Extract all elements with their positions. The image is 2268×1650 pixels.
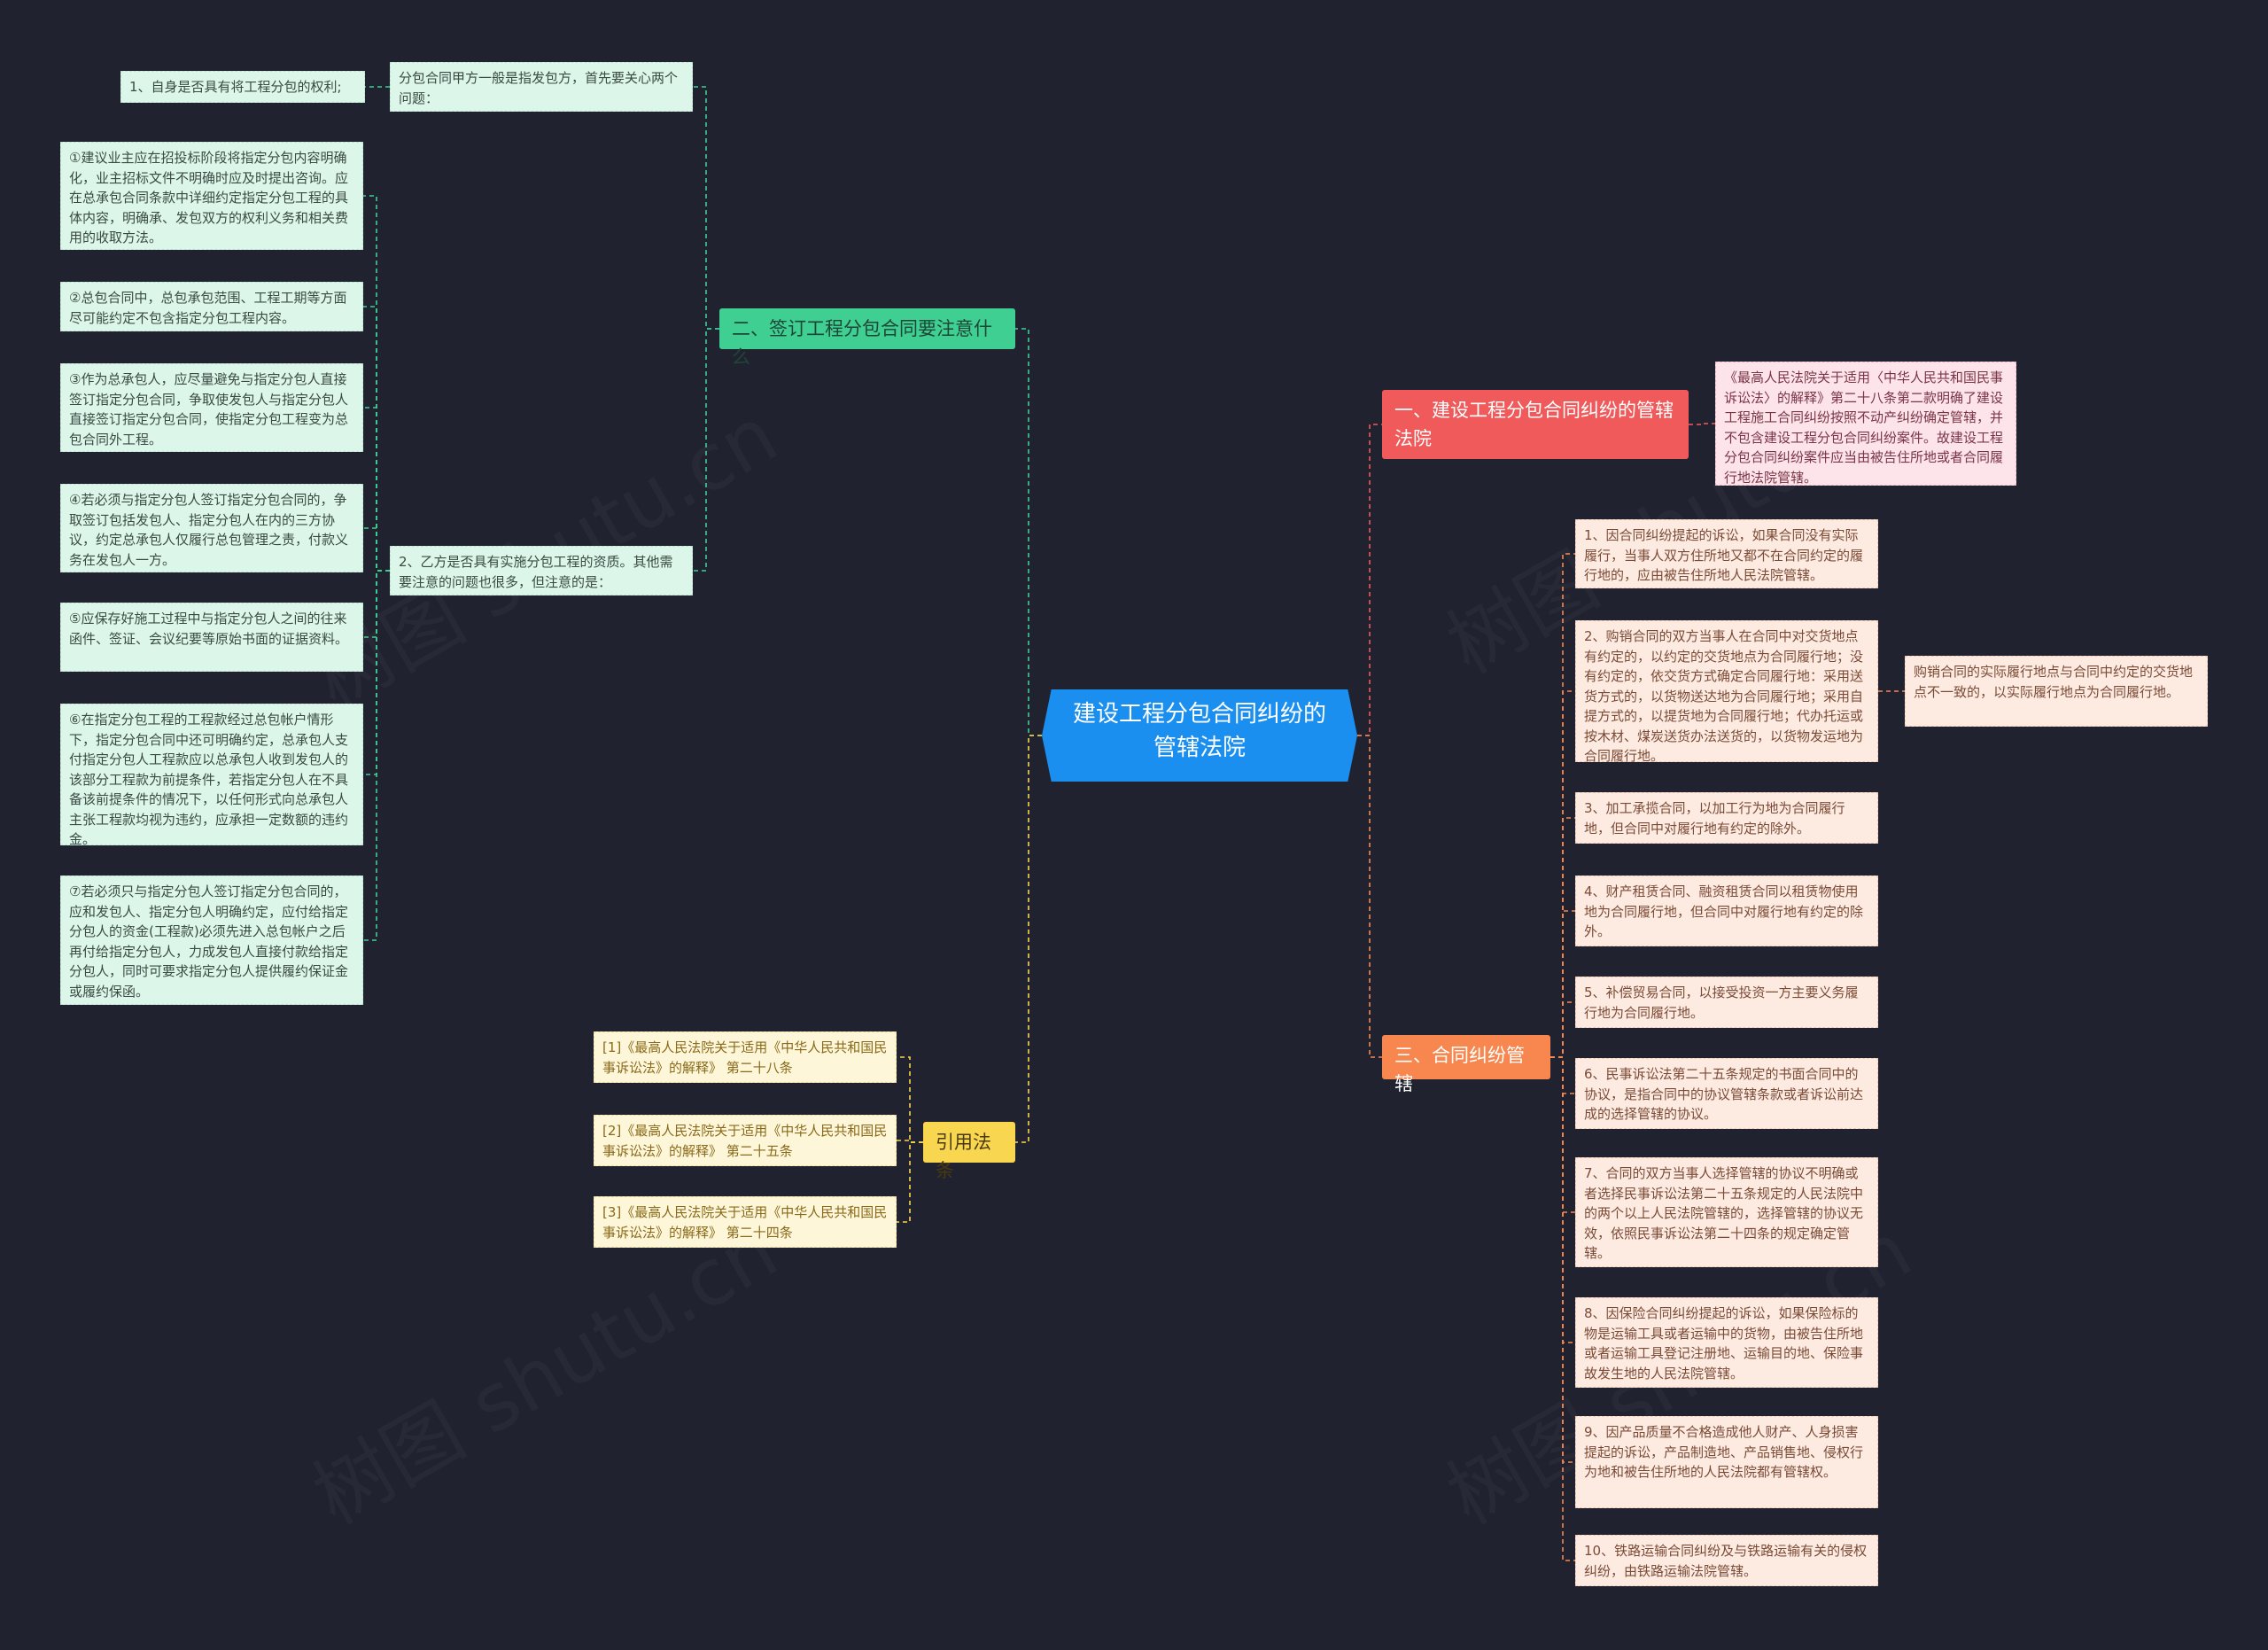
dispute-rule-7[interactable]: 7、合同的双方当事人选择管辖的协议不明确或者选择民事诉讼法第二十五条规定的人民法… <box>1575 1157 1878 1267</box>
sign-contract-tip-3[interactable]: ③作为总承包人，应尽量避免与指定分包人直接签订指定分包合同，争取使发包人与指定分… <box>60 363 363 452</box>
sign-contract-tip-2[interactable]: ②总包合同中，总包承包范围、工程工期等方面尽可能约定不包含指定分包工程内容。 <box>60 282 363 331</box>
dispute-rule-8[interactable]: 8、因保险合同纠纷提起的诉讼，如果保险标的物是运输工具或者运输中的货物，由被告住… <box>1575 1297 1878 1388</box>
cited-law-3[interactable]: [3]《最高人民法院关于适用《中华人民共和国民事诉讼法》的解释》 第二十四条 <box>594 1196 897 1248</box>
root-topic[interactable]: 建设工程分包合同纠纷的管辖法院 <box>1042 689 1357 782</box>
link-root-branch1 <box>1357 424 1382 736</box>
link-branch3-item-5 <box>1550 1001 1575 1058</box>
sign-contract-tip-5[interactable]: ⑤应保存好施工过程中与指定分包人之间的往来函件、签证、会议纪要等原始书面的证据资… <box>60 603 363 672</box>
dispute-rule-2[interactable]: 2、购销合同的双方当事人在合同中对交货地点有约定的，以约定的交货地点为合同履行地… <box>1575 620 1878 764</box>
sign-contract-question-intro[interactable]: 分包合同甲方一般是指发包方，首先要关心两个问题： <box>390 62 693 112</box>
branch-sign-contract[interactable]: 二、签订工程分包合同要注意什么 <box>719 308 1015 368</box>
dispute-rule-4[interactable]: 4、财产租赁合同、融资租赁合同以租赁物使用地为合同履行地，但合同中对履行地有约定… <box>1575 876 1878 946</box>
link-sub2-tip-4 <box>363 527 390 572</box>
sign-contract-tip-4[interactable]: ④若必须与指定分包人签订指定分包合同的，争取签订包括发包人、指定分包人在内的三方… <box>60 484 363 572</box>
link-root-branch2 <box>1015 328 1042 736</box>
link-sub2-tip-5 <box>363 570 390 638</box>
sign-contract-tip-7[interactable]: ⑦若必须只与指定分包人签订指定分包合同的，应和发包人、指定分包人明确约定，应付给… <box>60 876 363 1005</box>
link-branch4-law-3 <box>897 1141 923 1223</box>
dispute-rule-6[interactable]: 6、民事诉讼法第二十五条规定的书面合同中的协议，是指合同中的协议管辖条款或者诉讼… <box>1575 1058 1878 1129</box>
branch-cited-laws[interactable]: 引用法条 <box>923 1122 1015 1181</box>
sign-contract-tip-1[interactable]: ①建议业主应在招投标阶段将指定分包内容明确化，业主招标文件不明确时应及时提出咨询… <box>60 142 363 250</box>
dispute-rule-2-note[interactable]: 购销合同的实际履行地点与合同中约定的交货地点不一致的，以实际履行地点为合同履行地… <box>1905 656 2208 727</box>
link-branch2-sub1 <box>693 86 719 330</box>
link-sub2-tip-3 <box>363 407 390 572</box>
sign-contract-tip-6[interactable]: ⑥在指定分包工程的工程款经过总包帐户情形下，指定分包合同中还可明确约定，总承包人… <box>60 704 363 847</box>
cited-law-1[interactable]: [1]《最高人民法院关于适用《中华人民共和国民事诉讼法》的解释》 第二十八条 <box>594 1031 897 1083</box>
dispute-rule-1[interactable]: 1、因合同纠纷提起的诉讼，如果合同没有实际履行，当事人双方住所地又都不在合同约定… <box>1575 519 1878 588</box>
link-branch2-sub2 <box>693 328 719 572</box>
dispute-rule-9[interactable]: 9、因产品质量不合格造成他人财产、人身损害提起的诉讼，产品制造地、产品销售地、侵… <box>1575 1416 1878 1508</box>
branch-jurisdiction-detail[interactable]: 《最高人民法院关于适用〈中华人民共和国民事诉讼法〉的解释》第二十八条第二款明确了… <box>1715 362 2016 486</box>
link-root-branch4 <box>1015 735 1042 1143</box>
link-branch3-item-10 <box>1550 1056 1575 1561</box>
branch-jurisdiction-court[interactable]: 一、建设工程分包合同纠纷的管辖法院 <box>1382 390 1689 459</box>
sign-contract-point-2[interactable]: 2、乙方是否具有实施分包工程的资质。其他需要注意的问题也很多，但注意的是： <box>390 546 693 595</box>
cited-law-2[interactable]: [2]《最高人民法院关于适用《中华人民共和国民事诉讼法》的解释》 第二十五条 <box>594 1115 897 1166</box>
link-sub2-tip-7 <box>363 570 390 941</box>
dispute-rule-3[interactable]: 3、加工承揽合同，以加工行为地为合同履行地，但合同中对履行地有约定的除外。 <box>1575 792 1878 844</box>
link-branch3-item-9 <box>1550 1056 1575 1463</box>
dispute-rule-10[interactable]: 10、铁路运输合同纠纷及与铁路运输有关的侵权纠纷，由铁路运输法院管辖。 <box>1575 1535 1878 1586</box>
link-branch4-law-1 <box>897 1056 923 1143</box>
branch-contract-dispute-jurisdiction[interactable]: 三、合同纠纷管辖 <box>1382 1035 1550 1094</box>
dispute-rule-5[interactable]: 5、补偿贸易合同，以接受投资一方主要义务履行地为合同履行地。 <box>1575 977 1878 1028</box>
sign-contract-point-1[interactable]: 1、自身是否具有将工程分包的权利; <box>120 71 365 103</box>
link-root-branch3 <box>1357 735 1382 1058</box>
